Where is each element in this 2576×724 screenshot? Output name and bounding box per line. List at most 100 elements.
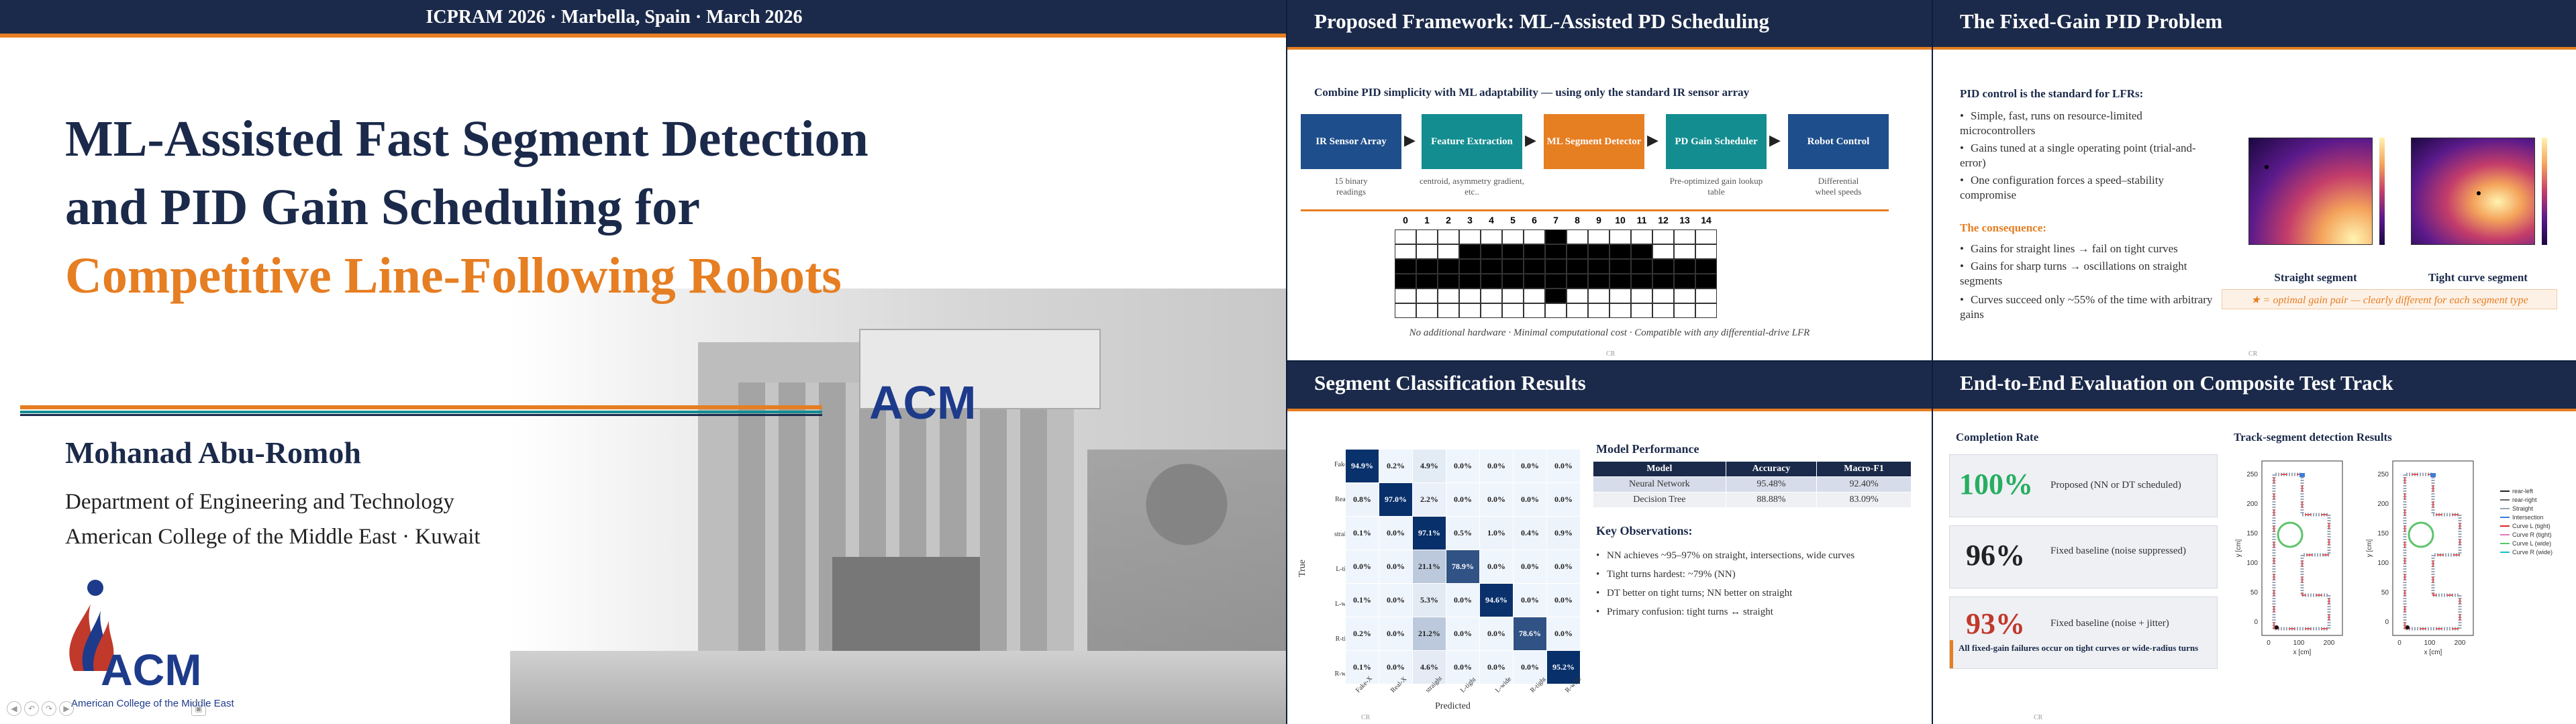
pid-heading-2: The consequence: (1960, 221, 2046, 234)
orange-divider (0, 34, 1286, 38)
framework-footer: No additional hardware · Minimal computa… (1409, 327, 1810, 338)
legend-swatch (2500, 499, 2510, 501)
sensor-cell (1459, 303, 1481, 318)
sensor-cell (1438, 274, 1459, 289)
start-marker (2275, 625, 2279, 629)
legend-swatch (2500, 525, 2510, 527)
eval-header: End-to-End Evaluation on Composite Test … (1933, 362, 2576, 409)
y-tick-label: 150 (2246, 530, 2258, 537)
pid-heading-1: PID control is the standard for LFRs: (1960, 87, 2144, 100)
sensor-index: 6 (1532, 215, 1537, 225)
legend-entry: rear-left (2500, 486, 2574, 495)
cm-cell: 0.0% (1446, 449, 1480, 483)
arrow-icon: ▶ (1647, 132, 1658, 148)
framework-header: Proposed Framework: ML-Assisted PD Sched… (1287, 0, 1932, 47)
cm-row-label: R-tight (1336, 635, 1354, 643)
cm-cell: 0.0% (1379, 617, 1413, 651)
x-tick-label: 200 (2324, 639, 2335, 647)
legend-entry: Straight (2500, 504, 2574, 513)
cm-cell: 5.3% (1412, 583, 1446, 617)
framework-title: Proposed Framework: ML-Assisted PD Sched… (1314, 9, 1769, 33)
sensor-cell (1652, 244, 1674, 259)
failure-note: All fixed-gain failures occur on tight c… (1950, 640, 2217, 668)
cm-cell: 0.0% (1513, 550, 1547, 584)
cm-cell: 2.2% (1412, 482, 1446, 517)
sensor-cell (1395, 289, 1416, 303)
sensor-cell (1416, 303, 1438, 318)
sensor-cell (1545, 274, 1567, 289)
sensor-cell (1481, 303, 1502, 318)
sensor-index: 14 (1701, 215, 1712, 225)
sensor-cell (1609, 229, 1631, 244)
captions-icon[interactable]: ▣ (191, 701, 206, 716)
department: Department of Engineering and Technology (65, 490, 454, 514)
sensor-cell (1609, 303, 1631, 318)
sensor-cell (1416, 229, 1438, 244)
cm-row-label: straight (1334, 531, 1354, 538)
legend-label: Curve L (wide) (2512, 539, 2552, 547)
cm-cell: 95.2% (1546, 650, 1581, 684)
cm-cell: 1.0% (1479, 516, 1514, 550)
perf-cell: 83.09% (1816, 492, 1912, 508)
wide-curve-loop (2408, 521, 2434, 548)
sensor-cell (1588, 259, 1609, 274)
track-path (2403, 472, 2462, 631)
classif-header: Segment Classification Results (1287, 362, 1932, 409)
sensor-cell (1438, 303, 1459, 318)
prev-slide-icon[interactable]: ◀ (7, 701, 21, 716)
colorbar (2542, 138, 2547, 245)
card-pct: 93% (1966, 607, 2025, 640)
classif-title: Segment Classification Results (1314, 371, 1586, 395)
card-pct: 100% (1959, 468, 2033, 501)
sensor-cell (1674, 303, 1695, 318)
x-tick-label: 0 (2397, 639, 2401, 647)
x-tick-label: 100 (2424, 639, 2436, 647)
sensor-cell (1502, 244, 1524, 259)
cm-cell: 78.6% (1513, 617, 1547, 651)
cm-cell: 0.0% (1379, 583, 1413, 617)
back-icon[interactable]: ↶ (24, 701, 39, 716)
sensor-index: 11 (1636, 215, 1647, 225)
title-slide: ICPRAM 2026 · Marbella, Spain · March 20… (0, 0, 1286, 724)
cm-cell: 0.0% (1479, 550, 1514, 584)
next-slide-icon[interactable]: ▶ (59, 701, 74, 716)
sensor-cell (1395, 274, 1416, 289)
card-label: Proposed (NN or DT scheduled) (2050, 480, 2181, 490)
arrow-icon: ▶ (1525, 132, 1536, 148)
cm-cell: 94.6% (1479, 583, 1514, 617)
sensor-cell (1631, 289, 1652, 303)
legend-label: Curve R (wide) (2512, 548, 2553, 556)
x-axis-label: x [cm] (2293, 649, 2312, 656)
sensor-cell (1567, 259, 1588, 274)
sensor-cell (1524, 244, 1545, 259)
x-axis-label: x [cm] (2424, 649, 2442, 656)
sensor-cell (1459, 274, 1481, 289)
section-divider (1301, 209, 1889, 211)
cm-cell: 94.9% (1345, 449, 1379, 483)
sensor-cell (1481, 244, 1502, 259)
sensor-index: 10 (1615, 215, 1626, 225)
legend-entry: Curve L (wide) (2500, 539, 2574, 548)
sensor-cell (1588, 274, 1609, 289)
perf-title: Model Performance (1596, 442, 1699, 456)
y-tick-label: 100 (2246, 560, 2258, 567)
sensor-cell (1652, 259, 1674, 274)
observation-item: •Tight turns hardest: ~79% (NN) (1596, 569, 1736, 580)
cm-cell: 0.0% (1345, 550, 1379, 584)
intersection-marker (2299, 473, 2305, 477)
cm-row-label: R-wide (1334, 670, 1354, 678)
cm-row-label: L-wide (1335, 601, 1354, 608)
forward-icon[interactable]: ↷ (42, 701, 56, 716)
sensor-index: 5 (1510, 215, 1516, 225)
campus-building-image (510, 289, 1286, 724)
sensor-grid (1395, 229, 1717, 319)
observation-item: •DT better on tight turns; NN better on … (1596, 588, 1793, 599)
cm-cell: 0.0% (1379, 650, 1413, 684)
sensor-cell (1416, 289, 1438, 303)
cm-cell: 0.0% (1546, 583, 1581, 617)
evaluation-slide: End-to-End Evaluation on Composite Test … (1933, 362, 2576, 724)
cm-cell: 0.0% (1479, 449, 1514, 483)
sensor-index: 4 (1489, 215, 1494, 225)
